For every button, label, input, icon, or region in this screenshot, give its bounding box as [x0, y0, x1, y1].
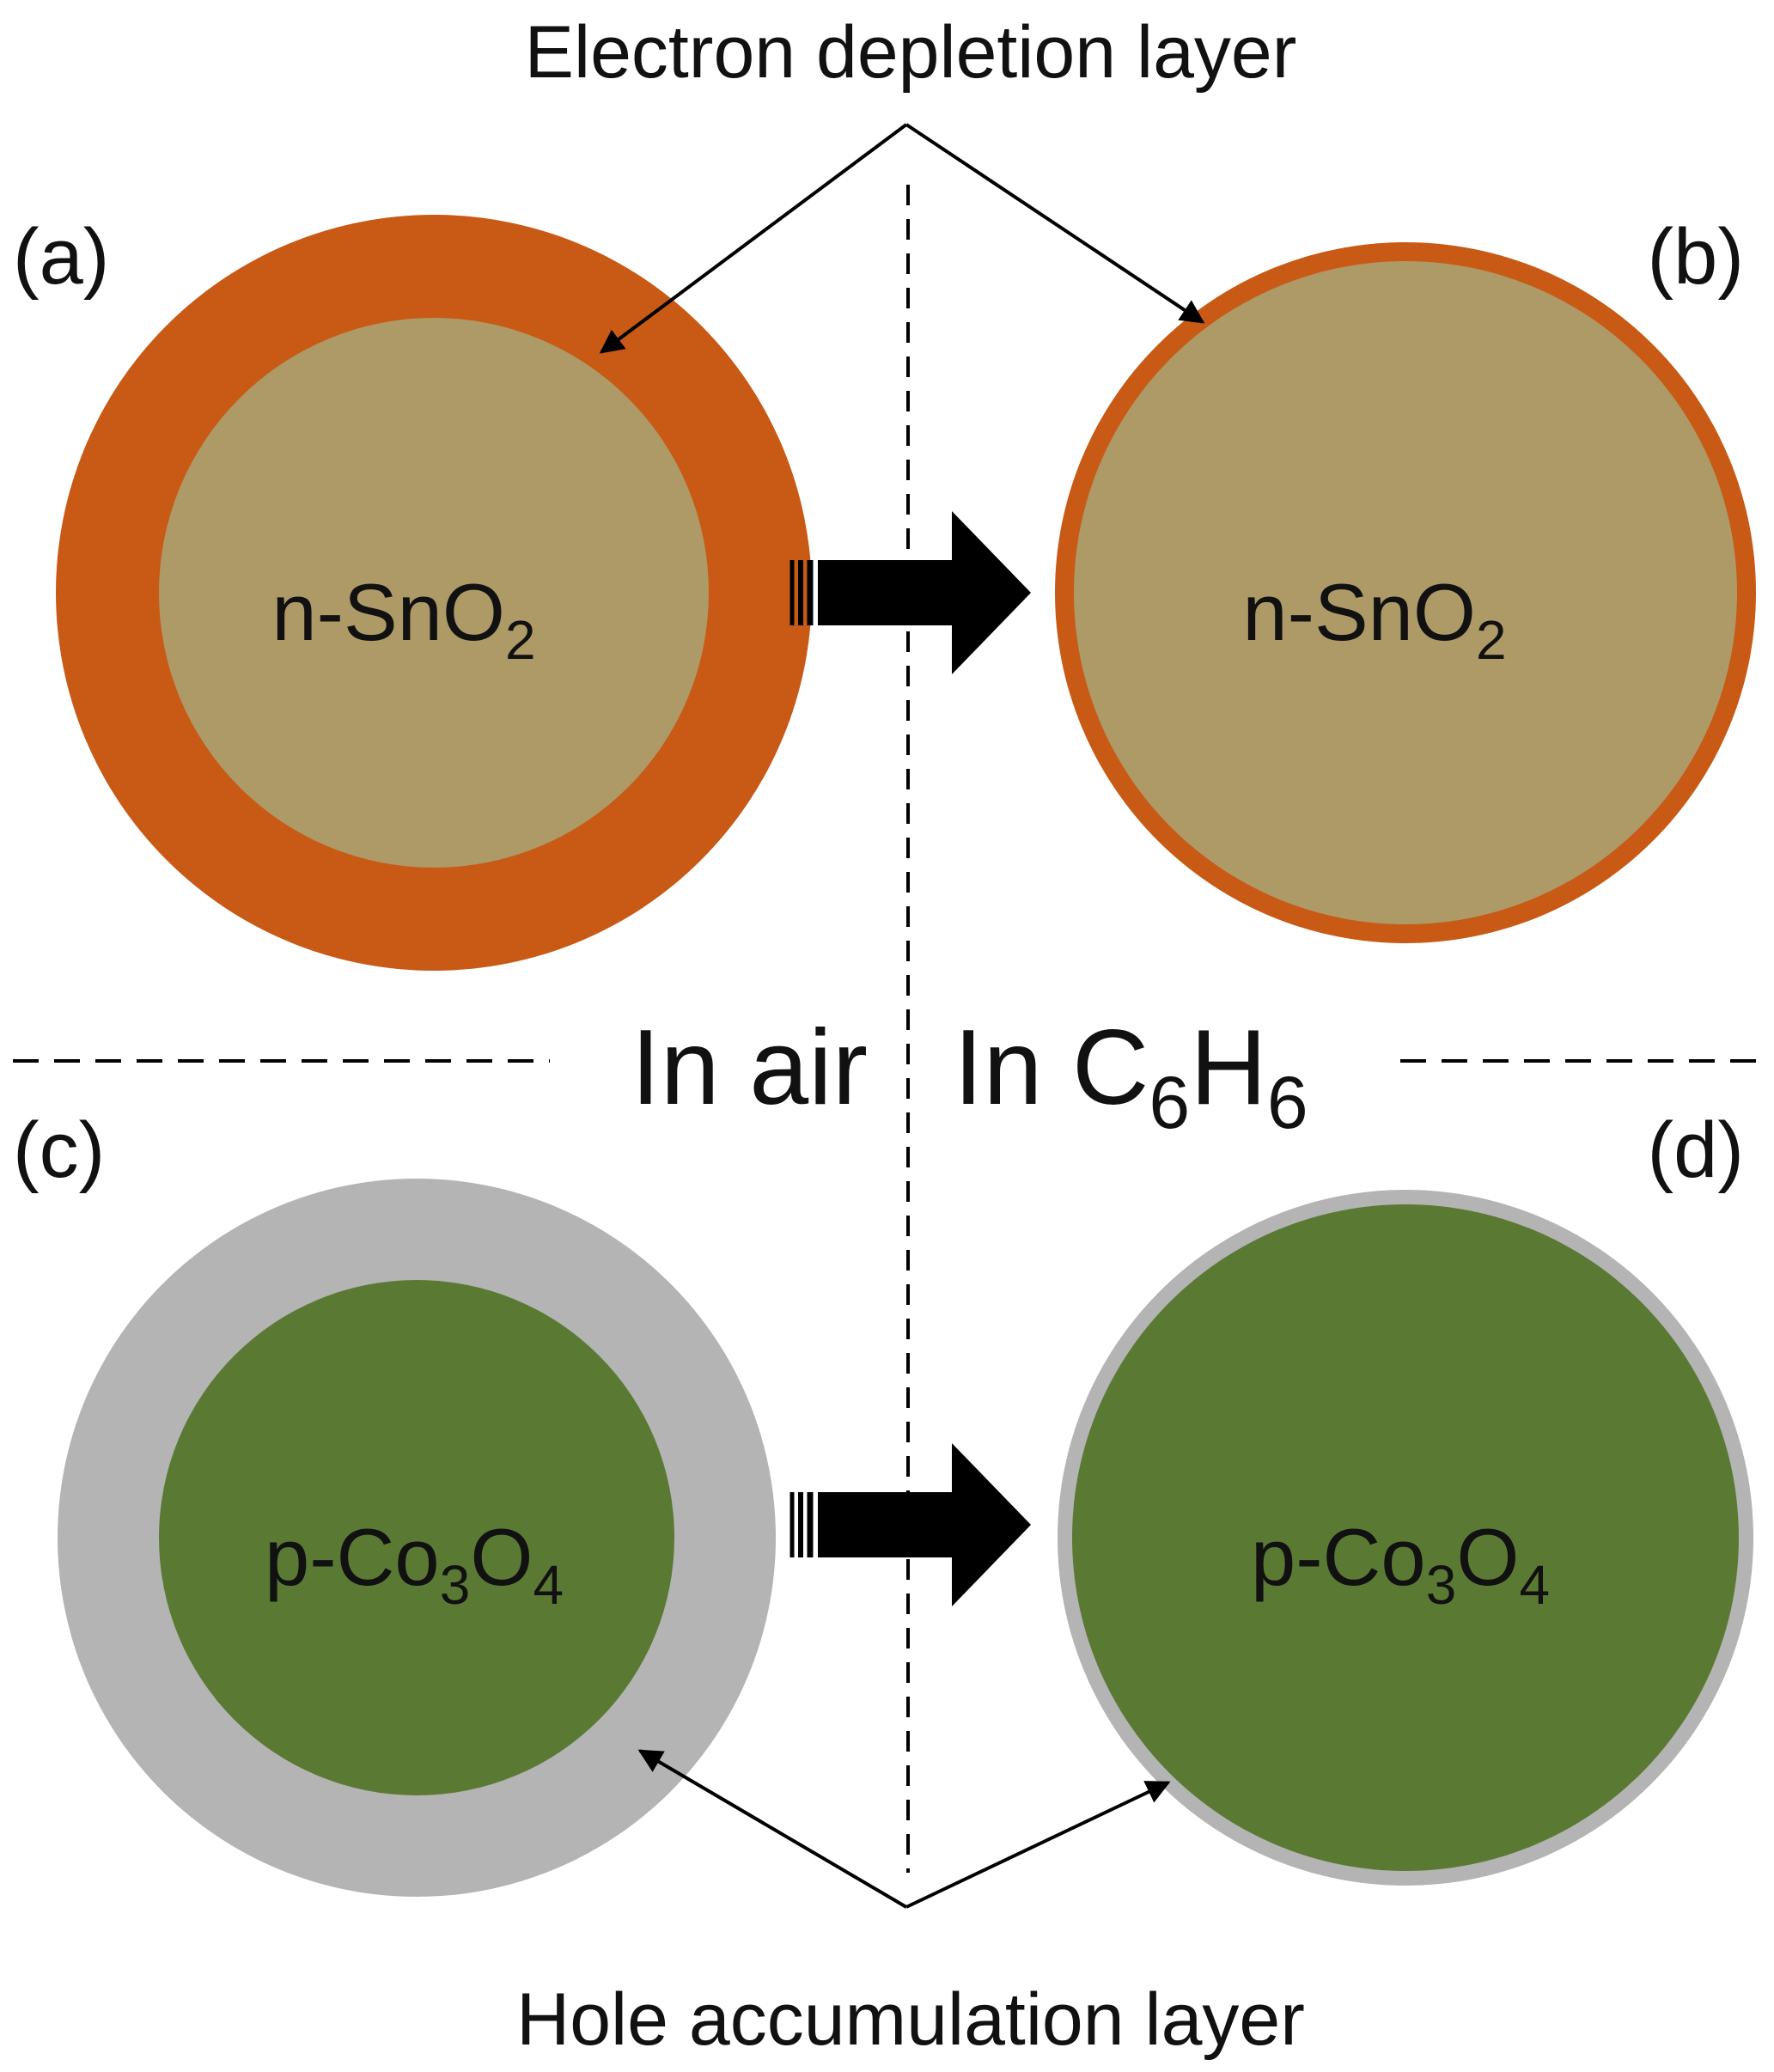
panel-label-b: (b) — [1648, 213, 1744, 301]
panel-c-particle — [58, 1179, 776, 1897]
material-label-b: n-SnO2 — [1242, 567, 1506, 671]
panel-a-particle — [56, 215, 812, 971]
sno2-core-small — [159, 318, 709, 868]
accumulation-pointers — [637, 1749, 1171, 1909]
condition-benzene: In C6H6 — [954, 1009, 1308, 1144]
top-annotation: Electron depletion layer — [525, 11, 1297, 94]
depletion-pointers — [599, 123, 1205, 354]
material-label-c: p-Co3O4 — [265, 1512, 564, 1616]
panel-label-d: (d) — [1648, 1106, 1744, 1194]
material-label-a: n-SnO2 — [271, 567, 535, 671]
co3o4-core-small — [159, 1280, 674, 1795]
panel-d-particle — [1058, 1190, 1753, 1886]
sno2-core-large — [1074, 261, 1737, 924]
condition-air: In air — [631, 1009, 868, 1127]
transition-arrow-bottom — [789, 1443, 1031, 1606]
panel-label-c: (c) — [13, 1106, 105, 1194]
transition-arrow-top — [789, 511, 1031, 674]
material-label-d: p-Co3O4 — [1251, 1512, 1550, 1616]
co3o4-core-large — [1072, 1204, 1739, 1871]
panel-label-a: (a) — [13, 213, 109, 301]
panel-b-particle — [1055, 242, 1756, 943]
bottom-annotation: Hole accumulation layer — [516, 1978, 1305, 2061]
